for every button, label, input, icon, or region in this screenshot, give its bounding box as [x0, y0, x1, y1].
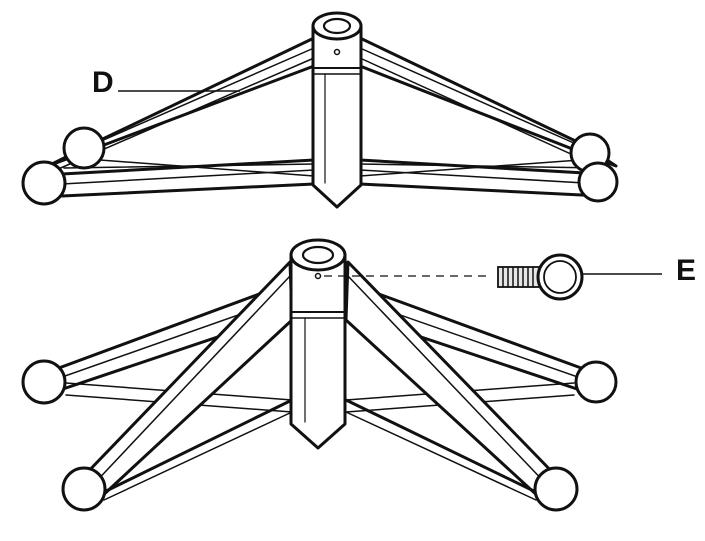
- upper-foot-front-right: [577, 161, 619, 203]
- upper-foot-front-left: [21, 160, 67, 206]
- upper-center-tube: [311, 11, 363, 209]
- upper-stand: [21, 11, 619, 209]
- eye-bolt-screw: [497, 253, 584, 301]
- upper-left-legs: [46, 36, 316, 198]
- screw-hole: [314, 272, 322, 280]
- lower-center-tube: [289, 238, 347, 450]
- lower-foot-front-right: [533, 466, 579, 512]
- callout-d-label: D: [92, 66, 114, 99]
- upper-right-legs: [358, 36, 618, 198]
- callout-e: E: [582, 254, 696, 287]
- callout-e-label: E: [676, 254, 696, 287]
- lower-stand: [21, 238, 618, 512]
- lower-foot-left: [21, 359, 67, 405]
- lower-foot-front-left: [61, 466, 107, 512]
- callout-d: D: [92, 66, 240, 99]
- lower-foot-right: [574, 360, 618, 404]
- upper-foot-back-left: [62, 126, 106, 170]
